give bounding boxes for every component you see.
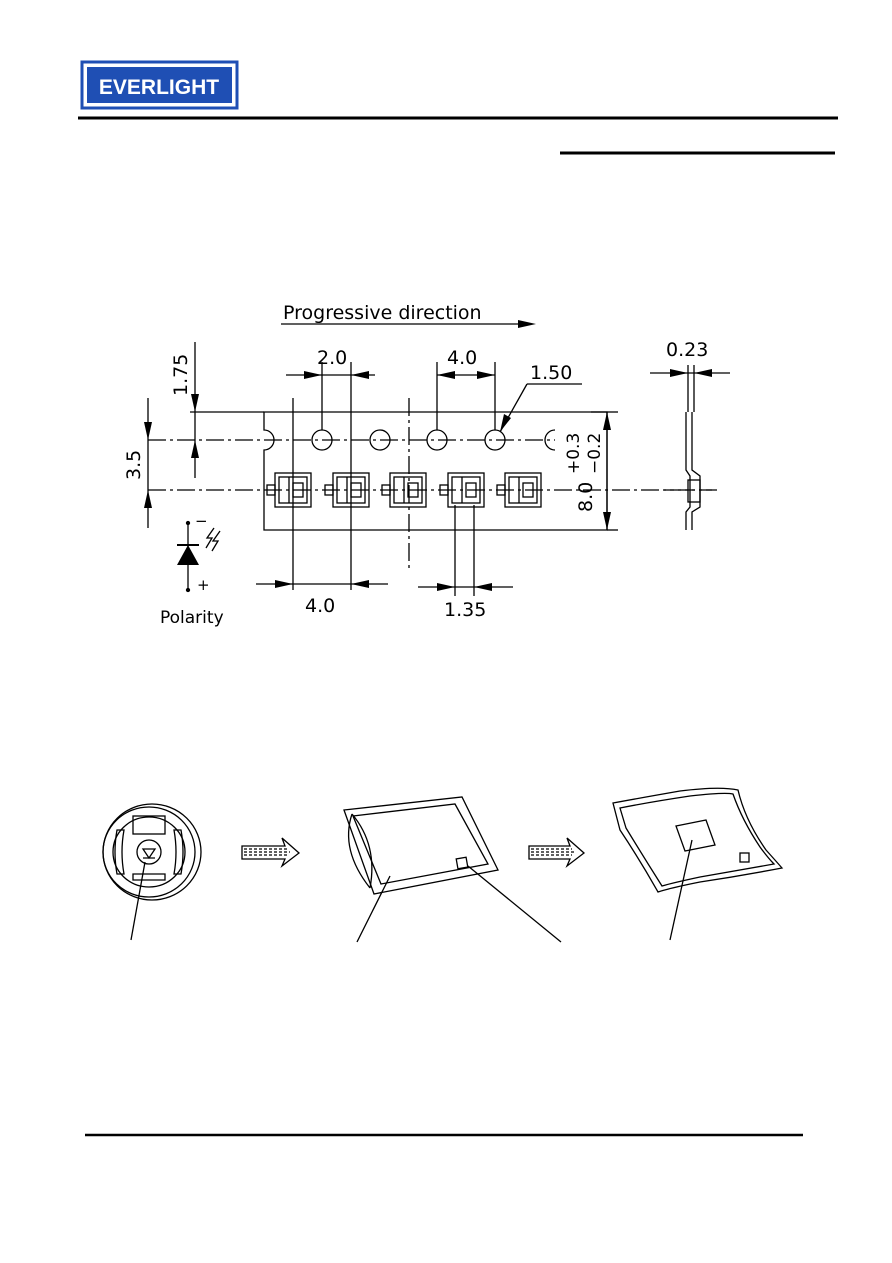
dim-1-50-label: 1.50 (530, 362, 572, 384)
direction-arrow-icon (518, 320, 536, 328)
dim-2-0-label: 2.0 (317, 347, 347, 369)
dimension-1-35: 1.35 (418, 505, 513, 621)
carton-box-icon (612, 787, 784, 941)
dim-8-0-label: 8.0 (575, 482, 597, 512)
dimension-4-0-bottom: 4.0 (256, 398, 388, 617)
tape-outline (263, 411, 608, 531)
dimension-2-0: 2.0 (286, 347, 375, 590)
dim-4-0-bottom-label: 4.0 (305, 595, 335, 617)
polarity-plus: + (197, 576, 210, 594)
polarity-label: Polarity (160, 608, 224, 628)
dim-1-75-label: 1.75 (170, 354, 192, 396)
tape-side-view: 0.23 (650, 339, 730, 530)
reel-label-patch (132, 815, 166, 835)
pocket (381, 472, 427, 508)
moisture-proof-bag-icon (343, 796, 562, 943)
diode-icon (177, 545, 199, 565)
progressive-direction: Progressive direction (281, 302, 536, 328)
carrier-tape-drawing: Progressive direction (123, 302, 730, 628)
carton-label-patch (675, 819, 716, 852)
dim-0-23-label: 0.23 (666, 339, 708, 361)
process-arrow-icon (241, 837, 301, 869)
header: EVERLIGHT (78, 60, 838, 155)
logo-text: EVERLIGHT (99, 76, 219, 99)
diode-mark-icon (141, 848, 157, 860)
dim-4-0-top-label: 4.0 (447, 347, 477, 369)
sprocket-holes (311, 429, 506, 451)
dim-8-0-tol-minus: −0.2 (585, 433, 605, 474)
dimension-1-75: 1.75 (170, 342, 264, 478)
dimension-3-5: 3.5 (123, 398, 152, 528)
dim-3-5-label: 3.5 (123, 450, 145, 480)
tape-edge-notch-right (544, 429, 556, 451)
dim-8-0-tol-plus: +0.3 (564, 433, 584, 474)
polarity-minus: − (195, 512, 208, 530)
company-logo: EVERLIGHT (80, 60, 239, 110)
dim-1-35-label: 1.35 (444, 599, 486, 621)
reel-icon (102, 803, 202, 941)
dimension-4-0-top: 4.0 (436, 347, 496, 430)
pocket (496, 472, 542, 508)
progressive-direction-label: Progressive direction (283, 302, 482, 324)
sprocket-hole (369, 429, 391, 451)
packing-process (102, 787, 784, 943)
pocket (439, 472, 485, 508)
bag-label-patch (455, 856, 469, 870)
polarity-symbol: − + Polarity (160, 512, 224, 628)
light-arrows-icon (205, 527, 221, 552)
dimension-8-0: 8.0 +0.3 −0.2 (564, 411, 618, 531)
dimension-1-50: 1.50 (499, 362, 582, 433)
process-arrow-icon (528, 837, 586, 869)
